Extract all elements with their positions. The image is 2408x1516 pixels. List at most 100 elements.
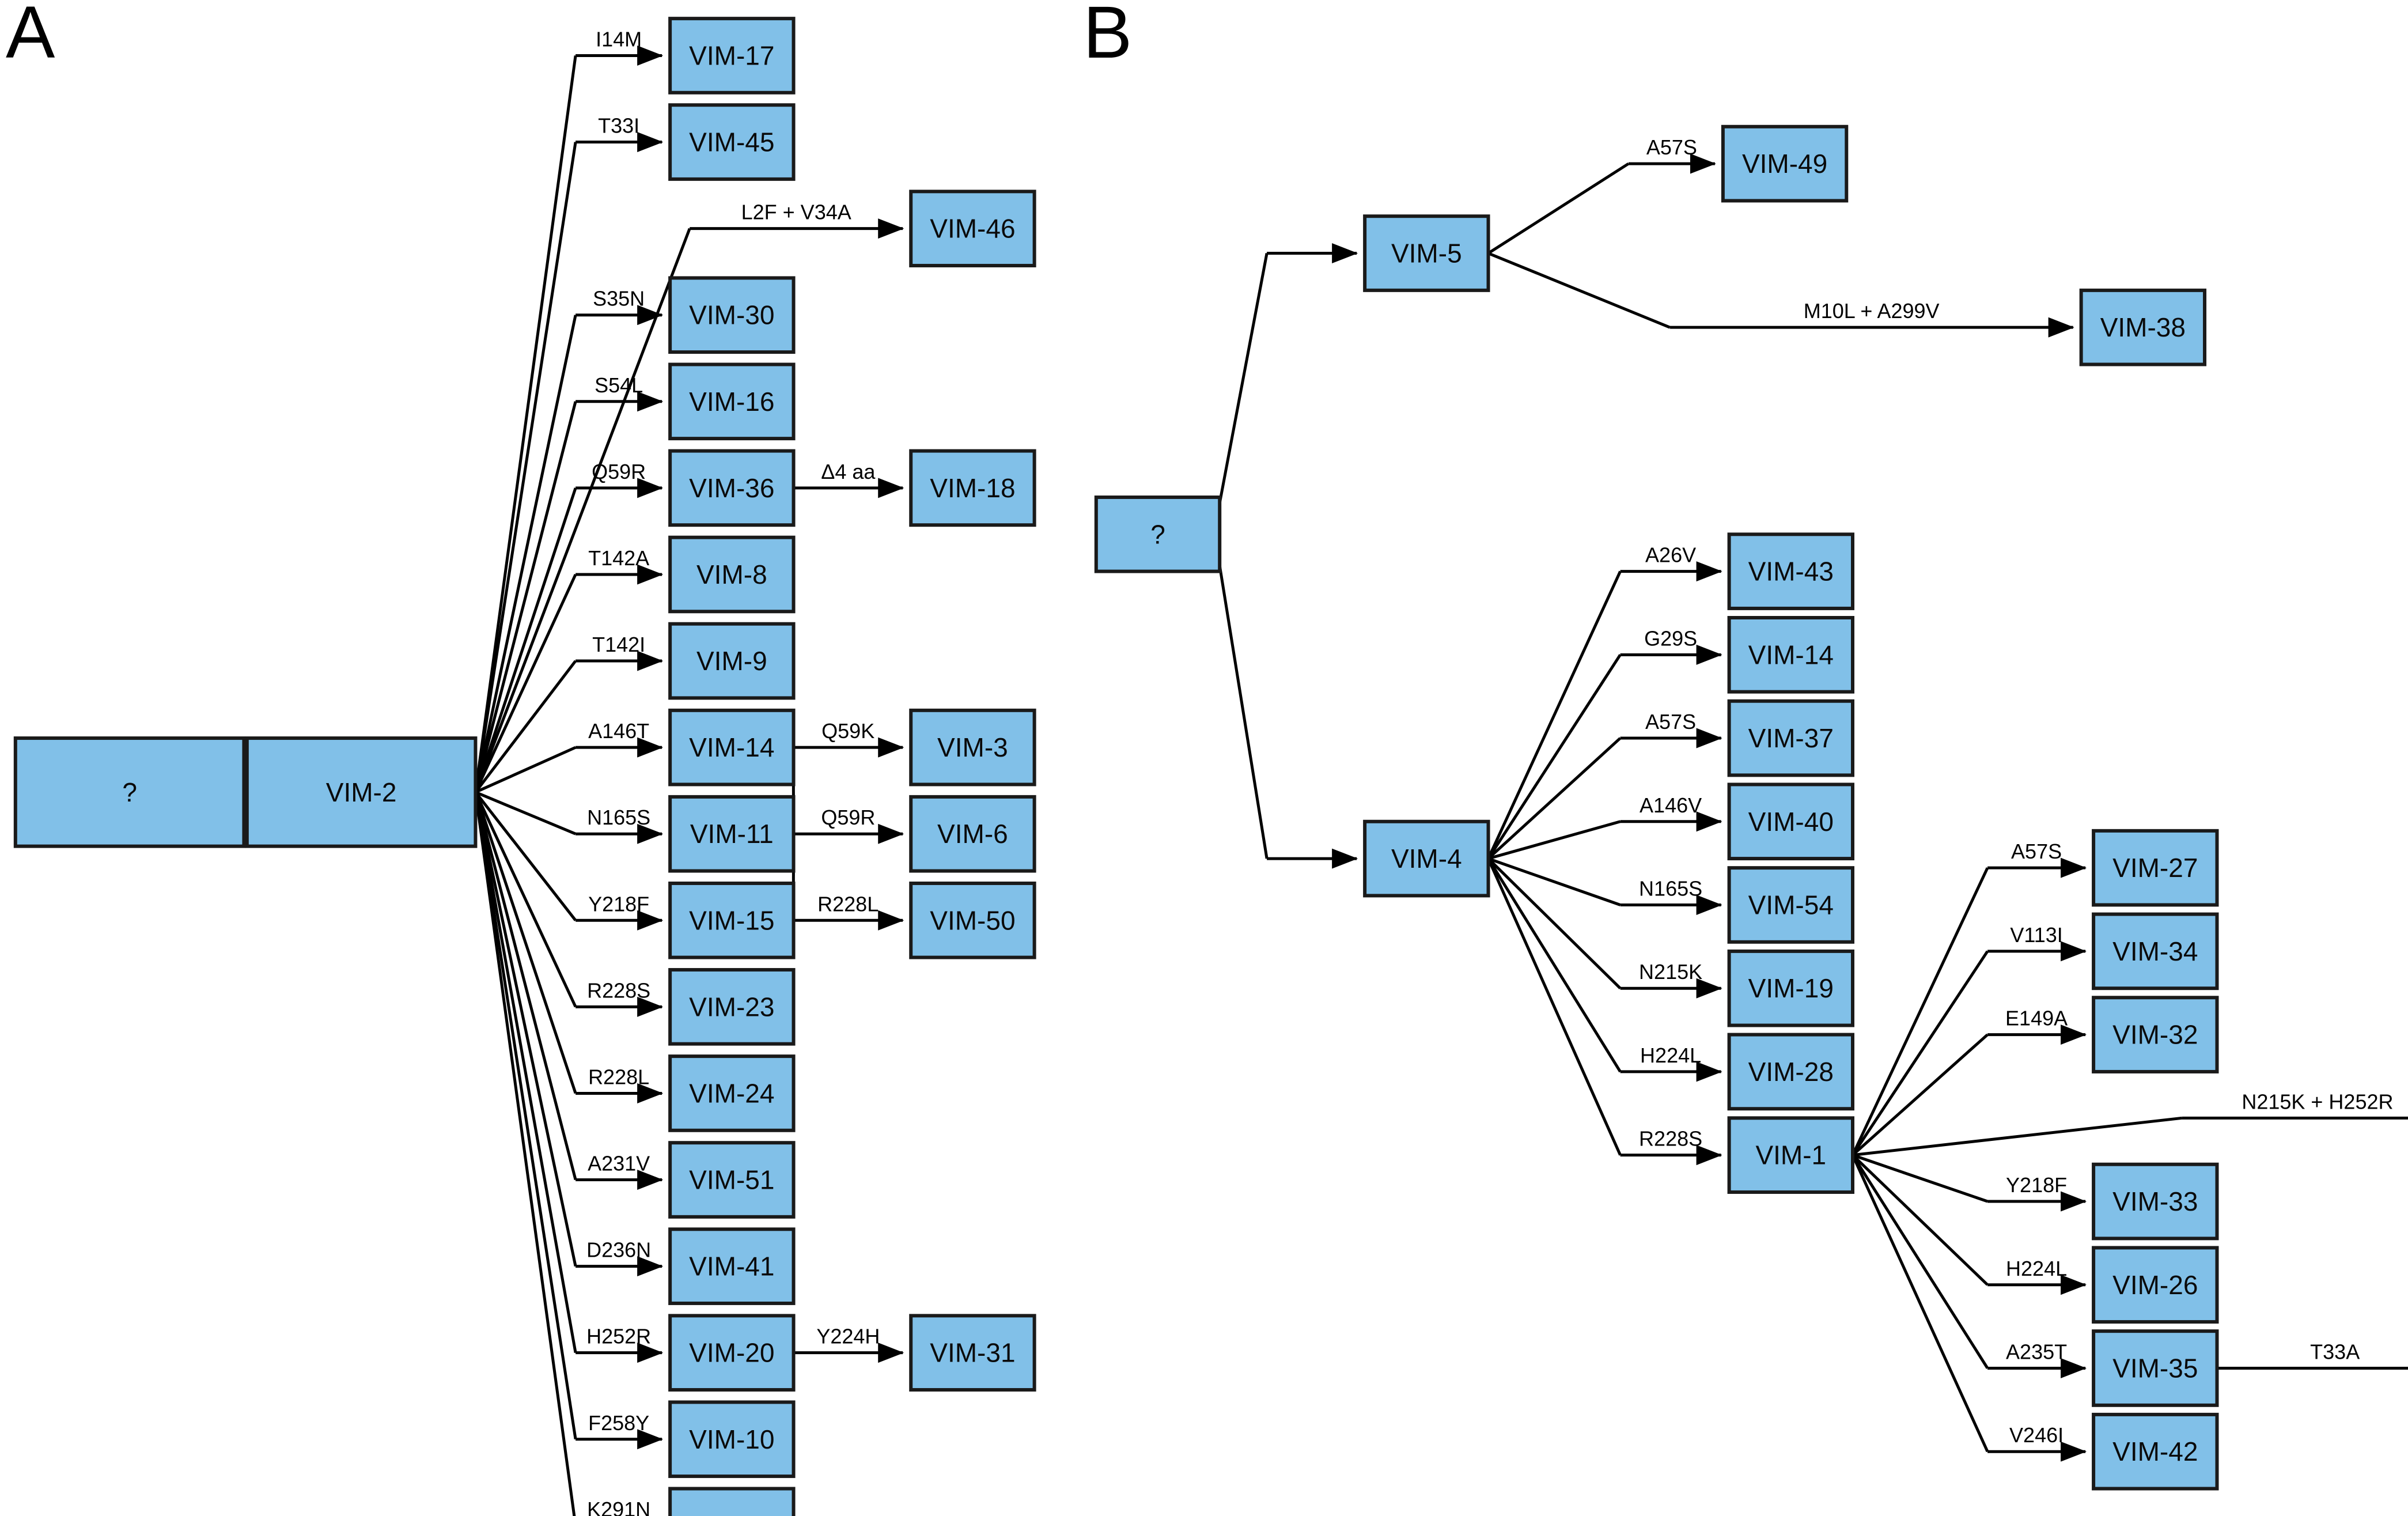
node-label: VIM-14 (1748, 640, 1834, 670)
node-vim-45[interactable]: VIM-45 (668, 103, 796, 181)
node-vim-19[interactable]: VIM-19 (1727, 949, 1855, 1027)
node-label: VIM-18 (930, 473, 1015, 503)
edge-vim-2-vim-45-stem (474, 142, 577, 793)
node-vim-32[interactable]: VIM-32 (2092, 996, 2219, 1073)
node-label: VIM-5 (1391, 239, 1462, 269)
node-label: VIM-23 (689, 992, 774, 1022)
node-vim-42[interactable]: VIM-42 (2092, 1412, 2219, 1491)
node-vim-38[interactable]: VIM-38 (2079, 288, 2207, 366)
node-vim-44[interactable]: VIM-44 (668, 1487, 796, 1516)
node-vim-16[interactable]: VIM-16 (668, 362, 796, 441)
edge-b-root-vim-4-stem (1218, 565, 1269, 859)
edge-vim-1-vim-42-stem (1851, 1154, 1989, 1453)
edge-label-t142a: T142A (588, 546, 649, 570)
edge-label-a146t: A146T (588, 719, 649, 743)
edge-label-vim1-v113i: V113I (2010, 923, 2062, 947)
edge-vim-1-vim-33-stem (1852, 1154, 1988, 1203)
node-panel-b-root[interactable]: ? (1094, 495, 1222, 573)
edge-label-y218f: Y218F (588, 892, 649, 916)
edge-label-r228l: R228L (588, 1065, 649, 1088)
node-vim-28[interactable]: VIM-28 (1727, 1033, 1855, 1111)
edge-vim-2-vim-20-stem (474, 792, 577, 1354)
node-vim-33[interactable]: VIM-33 (2092, 1162, 2219, 1241)
edge-label-q59k: Q59K (821, 719, 874, 743)
node-label: VIM-41 (689, 1252, 774, 1281)
node-vim-26[interactable]: VIM-26 (2092, 1246, 2219, 1324)
edge-label-vim1-y218f: Y218F (2006, 1173, 2067, 1197)
node-vim-35[interactable]: VIM-35 (2092, 1329, 2219, 1407)
edge-vim-1-vim-27-stem (1851, 867, 1989, 1156)
edge-vim-1-vim-34-stem (1851, 950, 1989, 1156)
node-label: VIM-3 (937, 732, 1008, 762)
edge-label-t33i: T33I (598, 114, 639, 138)
node-vim-24[interactable]: VIM-24 (668, 1054, 796, 1132)
node-vim-50[interactable]: VIM-50 (909, 881, 1036, 959)
edge-label-t142i: T142I (592, 633, 645, 656)
node-vim-41[interactable]: VIM-41 (668, 1227, 796, 1305)
node-vim-14[interactable]: VIM-14 (1727, 616, 1855, 694)
node-panel-a-root[interactable]: ? (13, 736, 246, 848)
node-vim-36[interactable]: VIM-36 (668, 449, 796, 527)
node-vim-10[interactable]: VIM-10 (668, 1400, 796, 1479)
edge-b-root-vim-5-stem (1218, 253, 1269, 504)
node-vim-3[interactable]: VIM-3 (909, 708, 1036, 787)
node-label: VIM-33 (2112, 1186, 2198, 1216)
edge-vim-2-vim-16-stem (474, 401, 577, 793)
node-vim-9[interactable]: VIM-9 (668, 622, 796, 700)
node-vim-27[interactable]: VIM-27 (2092, 829, 2219, 907)
node-vim-6[interactable]: VIM-6 (909, 795, 1036, 873)
node-vim-49[interactable]: VIM-49 (1721, 124, 1849, 203)
edge-label-k291n: K291N (587, 1498, 650, 1516)
node-vim-8[interactable]: VIM-8 (668, 535, 796, 614)
node-vim-15[interactable]: VIM-15 (668, 881, 796, 959)
edge-label-r228s: R228S (587, 978, 650, 1002)
node-label: VIM-27 (2112, 853, 2198, 883)
edge-vim-1-vim-26-stem (1852, 1154, 1989, 1286)
edge-vim-2-vim-46-stem (474, 228, 691, 793)
node-vim-46[interactable]: VIM-46 (909, 190, 1036, 267)
edge-label-l2f---v34a: L2F + V34A (741, 201, 851, 224)
edge-vim-1-vim-32-stem (1852, 1033, 1989, 1156)
node-label: VIM-9 (696, 646, 767, 676)
node-vim-23[interactable]: VIM-23 (668, 968, 796, 1046)
node-vim-51[interactable]: VIM-51 (668, 1141, 796, 1219)
edge-vim-4-vim-28-stem (1487, 857, 1622, 1073)
edge-label-vim4-h224l: H224L (1640, 1044, 1701, 1067)
edge-vim-2-vim-10-stem (474, 792, 577, 1440)
node-vim-2[interactable]: VIM-2 (245, 736, 478, 848)
node-vim-54[interactable]: VIM-54 (1727, 866, 1855, 944)
node-vim-17[interactable]: VIM-17 (668, 17, 796, 94)
node-vim-4[interactable]: VIM-4 (1363, 819, 1490, 898)
node-vim-30[interactable]: VIM-30 (668, 276, 796, 354)
edge-vim-2-vim-41-stem (474, 792, 577, 1267)
node-vim-18[interactable]: VIM-18 (909, 449, 1036, 527)
edge-label-vim4-r228s: R228S (1639, 1127, 1702, 1151)
edge-label-vim4-n165s: N165S (1639, 876, 1702, 900)
edge-vim-2-vim-11-stem (475, 791, 577, 835)
node-label: VIM-20 (689, 1338, 774, 1368)
node-vim-1[interactable]: VIM-1 (1727, 1116, 1855, 1194)
node-label: VIM-43 (1748, 557, 1834, 587)
node-vim-5[interactable]: VIM-5 (1363, 214, 1490, 292)
node-label: VIM-50 (930, 905, 1015, 935)
node-label: VIM-26 (2112, 1270, 2198, 1300)
edge-label-m10l---a299v: M10L + A299V (1804, 299, 1940, 323)
node-label: VIM-36 (689, 473, 774, 503)
node-label: VIM-44 (689, 1511, 774, 1516)
node-vim-40[interactable]: VIM-40 (1727, 782, 1855, 861)
node-vim-43[interactable]: VIM-43 (1727, 532, 1855, 610)
edge-vim-2-vim-14-stem (475, 746, 577, 794)
node-vim-31[interactable]: VIM-31 (909, 1314, 1036, 1392)
node-label: VIM-49 (1742, 149, 1827, 179)
node-vim-37[interactable]: VIM-37 (1727, 699, 1855, 777)
node-label: VIM-40 (1748, 807, 1834, 837)
edge-label-vim1-a235t: A235T (2006, 1340, 2067, 1363)
node-label: VIM-37 (1748, 723, 1834, 753)
node-vim-20[interactable]: VIM-20 (668, 1314, 796, 1392)
edge-label-vim1-v246i: V246I (2009, 1423, 2064, 1447)
node-vim-14[interactable]: VIM-14 (668, 708, 796, 787)
node-label: VIM-17 (689, 40, 774, 70)
node-vim-11[interactable]: VIM-11 (668, 795, 796, 873)
node-vim-34[interactable]: VIM-34 (2092, 912, 2219, 990)
edge-label-vim1-e149a: E149A (2005, 1007, 2068, 1030)
